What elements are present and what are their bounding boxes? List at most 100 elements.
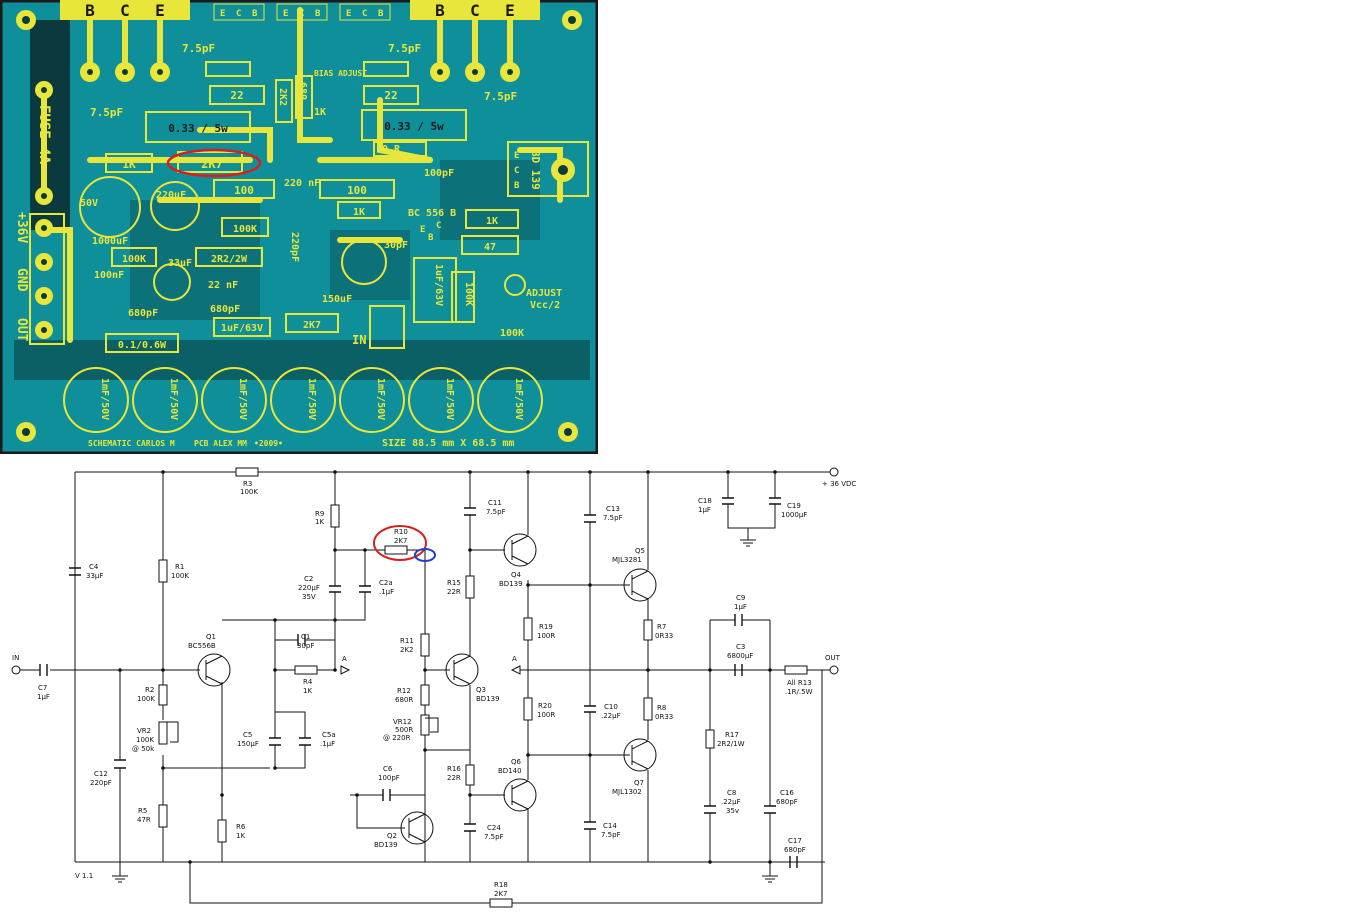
svg-text:C12: C12 [94, 770, 108, 778]
svg-text:7.5pF: 7.5pF [90, 106, 123, 119]
svg-text:C13: C13 [606, 505, 620, 513]
svg-text:1mF/50V: 1mF/50V [513, 378, 524, 420]
svg-text:R19: R19 [539, 623, 553, 631]
pcb-layout: B C E B C E E C B E C B E C B [0, 0, 598, 454]
svg-text:.1µF: .1µF [379, 588, 394, 596]
svg-text:C4: C4 [89, 563, 99, 571]
svg-text:1K: 1K [236, 832, 245, 840]
svg-text:A: A [512, 655, 517, 663]
svg-text:B: B [315, 9, 321, 19]
svg-text:1µF: 1µF [698, 506, 711, 514]
bulk-capacitors: 1mF/50V 1mF/50V 1mF/50V 1mF/50V 1mF/50V … [63, 367, 543, 433]
schematic-junctions [118, 470, 777, 864]
svg-text:1mF/50V: 1mF/50V [375, 378, 386, 420]
svg-text:100K: 100K [240, 488, 258, 496]
svg-text:R15: R15 [447, 579, 461, 587]
svg-text:Q7: Q7 [634, 779, 644, 787]
svg-text:.22µF: .22µF [601, 712, 621, 720]
svg-text:R3: R3 [243, 480, 252, 488]
svg-text:1µF: 1µF [734, 603, 747, 611]
svg-text:2R2/2W: 2R2/2W [211, 254, 248, 265]
svg-text:220 nF: 220 nF [284, 178, 320, 189]
svg-text:35V: 35V [302, 593, 316, 601]
pcb-footer: SCHEMATIC CARLOS M PCB ALEX MM •2009• SI… [88, 438, 514, 449]
svg-text:100nF: 100nF [94, 270, 124, 281]
svg-text:100pF: 100pF [378, 774, 400, 782]
svg-text:1K: 1K [303, 687, 312, 695]
svg-text:1mF/50V: 1mF/50V [237, 378, 248, 420]
svg-text:30pF: 30pF [384, 240, 408, 251]
svg-text:FUSE 4A: FUSE 4A [36, 105, 52, 165]
svg-text:Vcc/2: Vcc/2 [530, 300, 560, 311]
node-a-markers [340, 665, 521, 675]
svg-text:1mF/50V: 1mF/50V [99, 378, 110, 420]
svg-text:SIZE 88.5 mm X 68.5 mm: SIZE 88.5 mm X 68.5 mm [382, 438, 514, 449]
svg-text:R7: R7 [657, 623, 666, 631]
svg-text:R17: R17 [725, 731, 739, 739]
svg-text:R4: R4 [303, 678, 313, 686]
svg-text:1000µF: 1000µF [781, 511, 807, 519]
svg-text:BC556B: BC556B [188, 642, 216, 650]
svg-text:0 R: 0 R [382, 144, 401, 155]
svg-text:7.5pF: 7.5pF [486, 508, 506, 516]
svg-text:100: 100 [347, 184, 367, 197]
svg-text:C16: C16 [780, 789, 794, 797]
svg-text:Q6: Q6 [511, 758, 522, 766]
svg-text:R10: R10 [394, 528, 408, 536]
svg-text:C2: C2 [304, 575, 313, 583]
svg-text:E: E [505, 1, 515, 20]
svg-text:B: B [378, 9, 384, 19]
svg-text:47: 47 [484, 242, 496, 253]
svg-text:Q2: Q2 [387, 832, 397, 840]
svg-text:22R: 22R [447, 774, 461, 782]
svg-text:C19: C19 [787, 502, 801, 510]
svg-text:C5a: C5a [322, 731, 336, 739]
svg-text:@ 50k: @ 50k [132, 745, 155, 753]
svg-text:47R: 47R [137, 816, 151, 824]
svg-text:@ 220R: @ 220R [383, 734, 411, 742]
svg-text:0.33 / 5w: 0.33 / 5w [384, 120, 444, 133]
svg-text:7.5pF: 7.5pF [603, 514, 623, 522]
svg-text:C18: C18 [698, 497, 712, 505]
transistor-pads-right: B C E [410, 0, 540, 82]
pcb-part-labels: 7.5pF 7.5pF 7.5pF 7.5pF 22 22 2K2 680 1K… [80, 42, 562, 351]
svg-text:100R: 100R [537, 711, 555, 719]
svg-text:100: 100 [234, 184, 254, 197]
svg-text:7.5pF: 7.5pF [484, 90, 517, 103]
svg-text:Q1: Q1 [206, 633, 216, 641]
svg-text:E: E [220, 9, 225, 19]
svg-text:22: 22 [230, 89, 243, 102]
svg-text:BC 556 B: BC 556 B [408, 208, 456, 219]
svg-text:100K: 100K [233, 224, 257, 235]
svg-text:+ 36 VDC: + 36 VDC [822, 480, 856, 488]
svg-text:R9: R9 [315, 510, 324, 518]
svg-text:220pF: 220pF [289, 232, 300, 262]
svg-text:220µF: 220µF [298, 584, 320, 592]
schematic-transistors [197, 533, 657, 845]
svg-text:1mF/50V: 1mF/50V [444, 378, 455, 420]
svg-text:680pF: 680pF [776, 798, 798, 806]
highlight-r10-circle [373, 525, 427, 561]
svg-text:SCHEMATIC CARLOS M: SCHEMATIC CARLOS M [88, 439, 175, 448]
svg-text:B: B [252, 9, 258, 19]
svg-text:E: E [420, 225, 425, 235]
svg-text:BD139: BD139 [476, 695, 500, 703]
svg-text:B: B [428, 233, 434, 243]
svg-text:C9: C9 [736, 594, 745, 602]
svg-text:50V: 50V [80, 198, 98, 209]
svg-text:33uF: 33uF [168, 258, 192, 269]
svg-text:100K: 100K [463, 282, 474, 306]
svg-text:VR2: VR2 [137, 727, 151, 735]
svg-text:220uF: 220uF [156, 190, 186, 201]
svg-text:100K: 100K [171, 572, 189, 580]
svg-text:.1µF: .1µF [320, 740, 335, 748]
svg-text:All R13: All R13 [787, 679, 812, 687]
svg-text:22 nF: 22 nF [208, 280, 238, 291]
svg-text:C: C [236, 9, 241, 19]
svg-text:OUT: OUT [825, 654, 841, 662]
schematic-wires [11, 467, 839, 904]
svg-text:R1: R1 [175, 563, 184, 571]
svg-text:+36V: +36V [14, 212, 29, 243]
schematic-pots [163, 717, 439, 743]
svg-text:22: 22 [384, 89, 397, 102]
